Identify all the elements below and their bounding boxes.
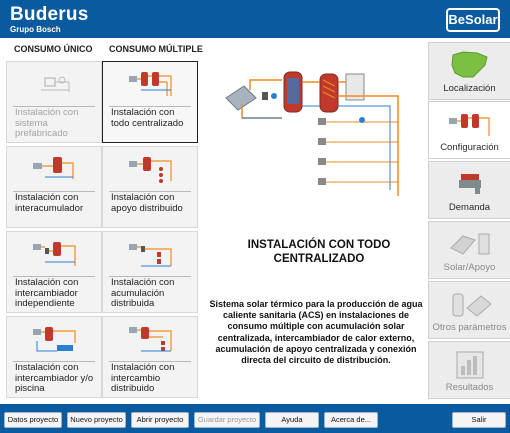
nav-label: Resultados — [445, 382, 494, 393]
heat-exchanger-icon — [262, 92, 268, 100]
tile-divider — [109, 276, 191, 277]
nav-resultados[interactable]: Resultados — [428, 341, 510, 399]
nav-label: Demanda — [448, 202, 491, 213]
nav-solar-apoyo[interactable]: Solar/Apoyo — [428, 221, 510, 279]
installation-icon — [449, 114, 490, 136]
tile-label: Instalación con intercambiador y/o pisci… — [15, 362, 94, 394]
brand-subtitle: Grupo Bosch — [10, 25, 61, 34]
app-header: Buderus Grupo Bosch BeSolar — [0, 0, 510, 38]
consumption-point-icon — [318, 158, 326, 165]
nav-label: Localización — [443, 83, 496, 94]
category-single-consumption: CONSUMO ÚNICO — [14, 44, 93, 54]
tile-all-centralized[interactable]: Instalación con todo centralizado — [102, 61, 198, 143]
ayuda-button[interactable]: Ayuda — [265, 412, 319, 428]
consumption-point-icon — [318, 138, 326, 145]
tile-divider — [109, 106, 191, 107]
distributed-accumulation-icon — [129, 244, 172, 267]
installation-title: INSTALACIÓN CON TODO CENTRALIZADO — [247, 239, 391, 265]
acerca-de-button[interactable]: Acerca de... — [324, 412, 378, 428]
support-tank-icon — [319, 73, 339, 113]
all-centralized-icon — [129, 72, 172, 96]
installation-description: Sistema solar térmico para la producción… — [209, 299, 423, 366]
independent-exchanger-icon — [33, 242, 76, 266]
tile-label: Instalación con intercambio distribuido — [111, 362, 175, 394]
nav-configuracion[interactable]: Configuración — [428, 101, 510, 159]
pump-icon — [359, 117, 365, 123]
datos-proyecto-button[interactable]: Datos proyecto — [4, 412, 62, 428]
salir-button[interactable]: Salir — [452, 412, 506, 428]
nav-label: Otros parámetros — [432, 322, 507, 333]
prefabricated-system-icon — [41, 76, 70, 92]
footer-toolbar: Datos proyecto Nuevo proyecto Abrir proy… — [0, 404, 510, 433]
tile-divider — [13, 276, 95, 277]
results-icon — [456, 351, 484, 379]
solar-collector-icon — [225, 85, 257, 111]
brand-name: Buderus — [10, 4, 89, 25]
tile-divider — [13, 361, 95, 362]
nav-localizacion[interactable]: Localización — [428, 42, 510, 100]
category-multiple-consumption: CONSUMO MÚLTIPLE — [109, 44, 203, 54]
exchanger-pool-icon — [33, 327, 76, 352]
tile-interaccumulator[interactable]: Instalación con interacumulador — [6, 146, 102, 228]
tile-distributed-support[interactable]: Instalación con apoyo distribuido — [102, 146, 198, 228]
tile-label: Instalación con todo centralizado — [111, 107, 184, 129]
tile-independent-exchanger[interactable]: Instalación con intercambiador independi… — [6, 231, 102, 313]
nuevo-proyecto-button[interactable]: Nuevo proyecto — [67, 412, 126, 428]
tile-divider — [109, 191, 191, 192]
consumption-point-icon — [318, 118, 326, 125]
nav-label: Solar/Apoyo — [443, 262, 496, 273]
tile-prefabricated-system: Instalación con sistema prefabricado — [6, 61, 102, 143]
tile-exchanger-pool[interactable]: Instalación con intercambiador y/o pisci… — [6, 316, 102, 398]
tile-label: Instalación con acumulación distribuida — [111, 277, 175, 309]
boiler-icon — [345, 73, 365, 101]
distributed-exchange-icon — [129, 327, 172, 352]
nav-demanda[interactable]: Demanda — [428, 161, 510, 219]
tile-label: Instalación con sistema prefabricado — [15, 107, 79, 139]
tile-label: Instalación con intercambiador independi… — [15, 277, 79, 309]
abrir-proyecto-button[interactable]: Abrir proyecto — [131, 412, 189, 428]
tile-distributed-accumulation[interactable]: Instalación con acumulación distribuida — [102, 231, 198, 313]
tile-label: Instalación con apoyo distribuido — [111, 192, 183, 214]
installation-schematic — [225, 71, 399, 196]
nav-otros-parametros[interactable]: Otros parámetros — [428, 281, 510, 339]
tile-divider — [13, 106, 95, 107]
spain-map-icon — [451, 51, 488, 78]
guardar-proyecto-button[interactable]: Guardar proyecto — [194, 412, 260, 428]
pump-icon — [271, 93, 277, 99]
distributed-support-icon — [129, 157, 172, 183]
faucet-icon — [459, 174, 481, 194]
tile-divider — [13, 191, 95, 192]
tile-divider — [109, 361, 191, 362]
parameters-icon — [452, 293, 492, 317]
interaccumulator-icon — [33, 157, 74, 179]
nav-label: Configuración — [440, 142, 499, 153]
besolar-logo: BeSolar — [446, 8, 500, 32]
consumption-point-icon — [318, 178, 326, 185]
tile-distributed-exchange[interactable]: Instalación con intercambio distribuido — [102, 316, 198, 398]
solar-panel-icon — [450, 233, 490, 255]
buderus-logo: Buderus Grupo Bosch — [10, 5, 88, 34]
tile-label: Instalación con interacumulador — [15, 192, 84, 214]
